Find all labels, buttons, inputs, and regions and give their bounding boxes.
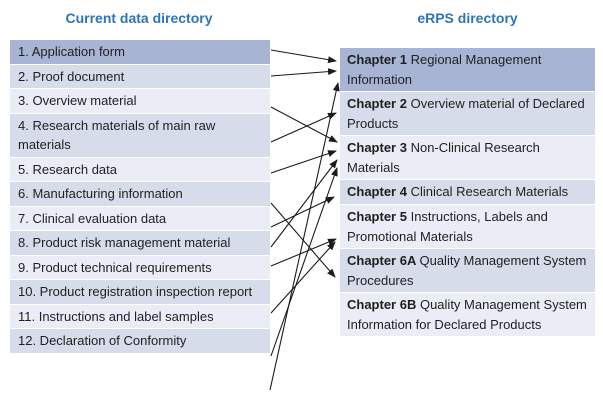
arrow-item-12-to-chapter-1 <box>269 82 340 391</box>
list-item-label: 2. Proof document <box>18 68 125 84</box>
arrow-item-5-to-chapter-3 <box>270 150 337 174</box>
list-item-label: 12. Declaration of Conformity <box>18 333 187 348</box>
list-item-4: 4. Research materials of main raw materi… <box>10 113 270 157</box>
arrow-item-8-to-chapter-3 <box>270 159 338 248</box>
chapter-number: Chapter 2 <box>347 96 411 111</box>
chapter-number: Chapter 6B <box>347 297 420 312</box>
arrow-item-4-to-chapter-2 <box>270 112 337 143</box>
right-column-header: eRPS directory <box>417 10 518 26</box>
list-item-label: 9. Product technical requirements <box>18 259 212 275</box>
chapter-number: Chapter 1 <box>347 52 411 67</box>
chapter-number: Chapter 4 <box>347 184 411 199</box>
list-item-8: 8. Product risk management material <box>10 231 270 255</box>
list-item-10: 10. Product registration inspection repo… <box>10 280 270 304</box>
chapter-title: Quality Management System Procedures <box>347 253 587 288</box>
chapter-title: Regional Management Information <box>347 52 542 87</box>
arrow-item-1-to-chapter-1 <box>270 49 337 64</box>
list-item-9: 9. Product technical requirements <box>10 255 270 279</box>
list-item-7: 7. Clinical evaluation data <box>10 206 270 230</box>
list-item-label: 1. Application form <box>18 44 125 59</box>
chapter-number: Chapter 3 <box>347 140 411 155</box>
chapter-row-chapter-1: Chapter 1 Regional Management Informatio… <box>340 48 595 91</box>
arrow-item-2-to-chapter-1 <box>270 68 337 77</box>
chapter-title: Quality Management System Information fo… <box>347 297 587 332</box>
list-item-label: 5. Research data <box>18 161 118 177</box>
current-directory-list: 1. Application form 2. Proof document 3.… <box>10 40 270 354</box>
chapter-title: Non-Clinical Research Materials <box>347 140 540 175</box>
arrow-item-7-to-chapter-4 <box>270 196 335 228</box>
list-item-5: 5. Research data <box>10 157 270 181</box>
chapter-title: Clinical Research Materials <box>410 184 569 199</box>
list-item-6: 6. Manufacturing information <box>10 182 270 206</box>
list-item-12: 12. Declaration of Conformity <box>10 329 270 353</box>
chapter-row-chapter-6b: Chapter 6B Quality Management System Inf… <box>340 293 595 336</box>
erps-chapter-list: Chapter 1 Regional Management Informatio… <box>340 48 595 337</box>
chapter-row-chapter-5: Chapter 5 Instructions, Labels and Promo… <box>340 205 595 248</box>
chapter-row-chapter-6a: Chapter 6A Quality Management System Pro… <box>340 249 595 292</box>
arrow-item-11-to-chapter-3 <box>270 167 338 357</box>
arrow-item-9-to-chapter-5 <box>270 238 337 267</box>
list-item-label: 3. Overview material <box>18 93 137 108</box>
list-item-label: 6. Manufacturing information <box>18 186 183 201</box>
list-item-label: 10. Product registration inspection repo… <box>18 284 253 299</box>
chapter-title: Instructions, Labels and Promotional Mat… <box>347 209 548 244</box>
list-item-1: 1. Application form <box>10 40 270 64</box>
list-item-3: 3. Overview material <box>10 89 270 113</box>
chapter-number: Chapter 6A <box>347 253 420 268</box>
arrow-item-3-to-chapter-3 <box>270 106 338 143</box>
list-item-label: 7. Clinical evaluation data <box>18 210 167 226</box>
arrow-item-10-to-chapter-5 <box>270 241 336 314</box>
left-column-header: Current data directory <box>65 10 213 26</box>
chapter-row-chapter-2: Chapter 2 Overview material of Declared … <box>340 92 595 135</box>
list-item-label: 8. Product risk management material <box>18 235 231 250</box>
arrow-item-6-to-chapter-6a <box>270 202 336 278</box>
chapter-title: Overview material of Declared Products <box>347 96 585 131</box>
list-item-11: 11. Instructions and label samples <box>10 304 270 328</box>
list-item-label: 11. Instructions and label samples <box>18 308 214 324</box>
list-item-label: 4. Research materials of main raw materi… <box>18 117 216 153</box>
chapter-row-chapter-4: Chapter 4 Clinical Research Materials <box>340 180 595 204</box>
list-item-2: 2. Proof document <box>10 64 270 88</box>
chapter-row-chapter-3: Chapter 3 Non-Clinical Research Material… <box>340 136 595 179</box>
chapter-number: Chapter 5 <box>347 209 411 224</box>
